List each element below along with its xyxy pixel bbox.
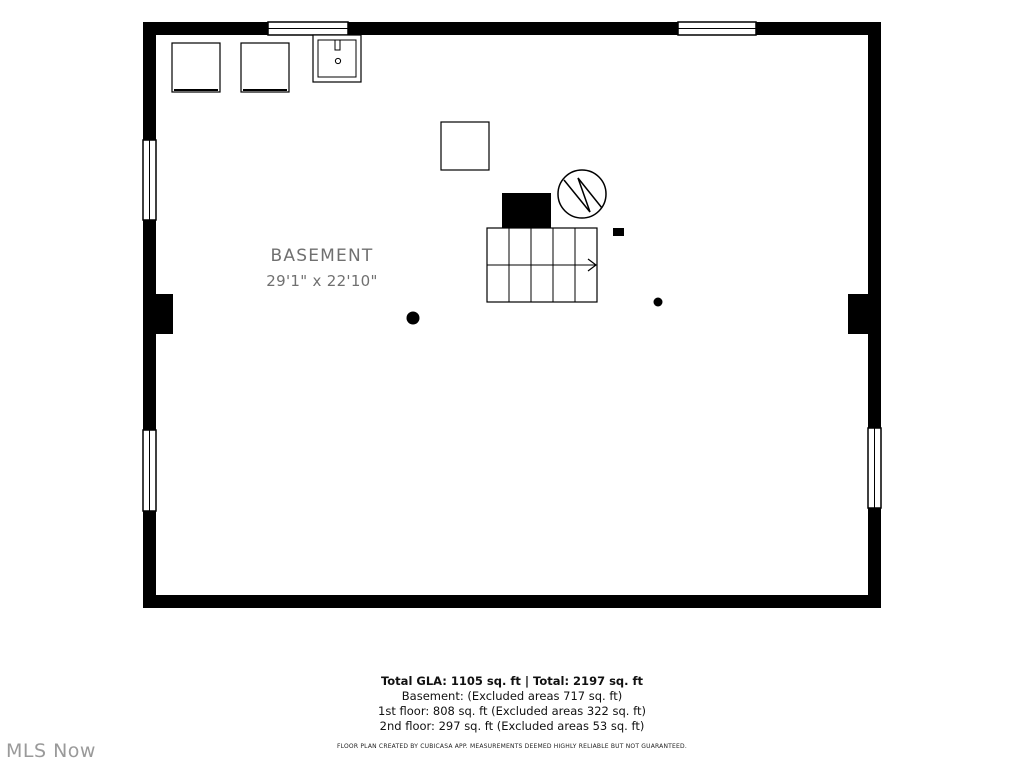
basement-area-line: Basement: (Excluded areas 717 sq. ft)	[401, 689, 623, 703]
wall-right	[868, 22, 881, 608]
first-floor-area-line: 1st floor: 808 sq. ft (Excluded areas 32…	[378, 704, 646, 718]
window-right-lower	[867, 427, 882, 509]
floor-plan	[142, 21, 882, 608]
total-area-line: Total GLA: 1105 sq. ft | Total: 2197 sq.…	[380, 674, 644, 688]
room-label: BASEMENT 29'1" x 22'10"	[242, 246, 402, 290]
wall-left	[143, 22, 156, 608]
staircase	[486, 227, 598, 303]
window-top-right	[677, 21, 757, 36]
laundry-sink	[312, 34, 362, 83]
furnace-box	[440, 121, 490, 171]
watermark-text: MLS Now	[6, 740, 96, 762]
dryer-appliance	[240, 42, 290, 93]
disclaimer-text: FLOOR PLAN CREATED BY CUBICASA APP. MEAS…	[337, 743, 687, 750]
washer-appliance	[171, 42, 221, 93]
room-dimensions: 29'1" x 22'10"	[266, 272, 378, 290]
pilaster-right	[848, 294, 868, 334]
support-post-right	[653, 297, 663, 307]
window-left-lower	[142, 429, 157, 512]
second-floor-area-line: 2nd floor: 297 sq. ft (Excluded areas 53…	[379, 719, 645, 733]
pilaster-left	[156, 294, 173, 334]
exterior-walls	[143, 22, 881, 608]
drain-icon	[334, 57, 342, 65]
electrical-panel-icon	[557, 169, 607, 219]
chimney-block	[502, 193, 551, 228]
support-post-left	[406, 311, 420, 325]
window-left-upper	[142, 139, 157, 221]
wall-bottom	[143, 595, 881, 608]
stair-direction-arrow-icon	[487, 258, 597, 272]
window-top-left	[267, 21, 349, 36]
small-fixture	[613, 228, 624, 236]
room-name: BASEMENT	[270, 246, 374, 266]
wall-top	[143, 22, 881, 35]
area-summary: Total GLA: 1105 sq. ft | Total: 2197 sq.…	[262, 674, 762, 734]
